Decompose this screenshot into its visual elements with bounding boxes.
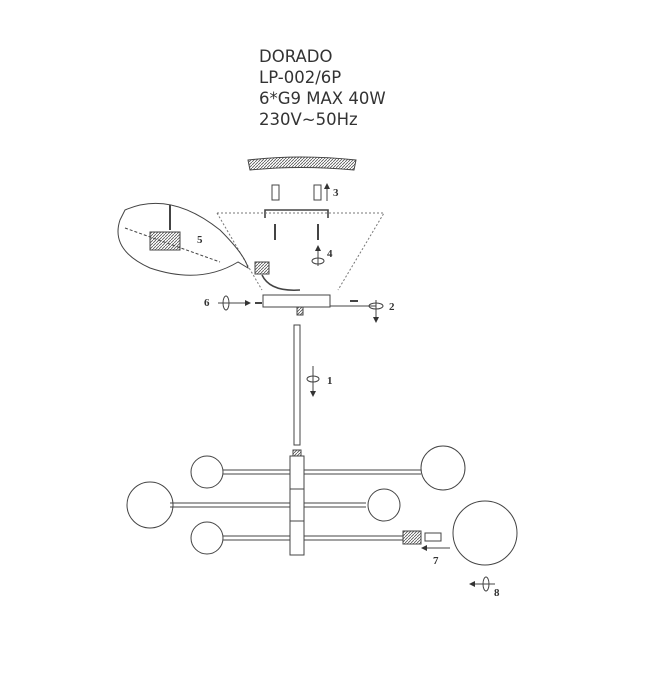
mounting-bracket [264,209,329,218]
threaded-stub [296,306,304,316]
central-hub [289,455,305,556]
crossbar [262,294,331,308]
step-1-label: 1 [327,375,333,387]
globe-shade [126,481,174,529]
arm-top [190,445,466,491]
g9-bulb [424,532,442,542]
globe-shade-detached [452,500,518,566]
product-spec-block: DORADO LP-002/6P 6*G9 MAX 40W 230V~50Hz [259,46,386,130]
globe-shade [190,455,224,489]
arrow-step-6 [218,295,262,311]
step-2-label: 2 [389,301,395,313]
terminal-block [254,261,270,275]
hub-cap [292,449,302,457]
model-number: LP-002/6P [259,68,342,87]
arrow-step-4 [311,245,325,266]
wiring-detail-callout [117,202,249,276]
arm-bottom [190,500,518,566]
step-8-label: 8 [494,587,500,599]
step-7-label: 7 [433,555,439,567]
step-4-label: 4 [327,248,333,260]
suspension-rod [293,324,301,446]
step-3-label: 3 [333,187,339,199]
arrow-step-1 [306,366,320,397]
arm-middle [126,481,401,529]
globe-shade [420,445,466,491]
wire [261,274,301,291]
product-name: DORADO [259,47,333,66]
ceiling [247,156,357,171]
screws [274,224,319,240]
arrow-step-8 [469,576,495,592]
lamp-socket [402,530,422,545]
lamp-spec: 6*G9 MAX 40W [259,89,386,108]
step-6-label: 6 [204,297,210,309]
wall-plugs [271,184,322,201]
voltage-spec: 230V~50Hz [259,110,358,129]
globe-shade [190,521,224,555]
canopy-outline [216,212,385,291]
step-5-label: 5 [197,234,203,246]
globe-shade [367,488,401,522]
arrow-step-2 [330,300,384,323]
